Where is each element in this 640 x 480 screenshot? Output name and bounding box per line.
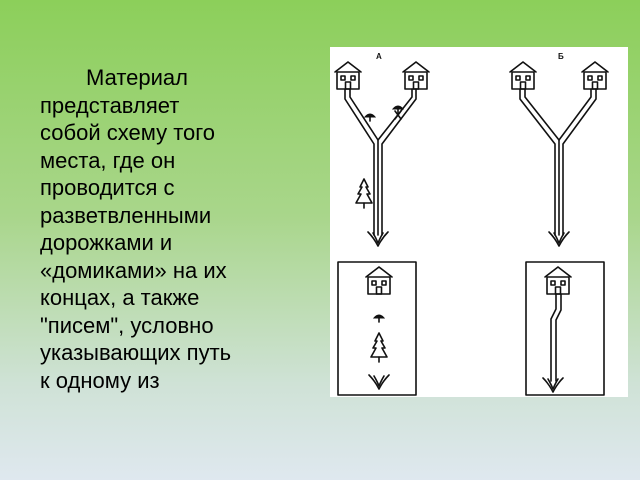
- scheme-b-top: [509, 61, 609, 247]
- path-line: [344, 88, 375, 236]
- path-line: [558, 88, 592, 141]
- path-line: [377, 88, 413, 141]
- path-line: [349, 88, 379, 236]
- card-b: [525, 261, 605, 396]
- house-icon: [544, 266, 572, 295]
- card-frame: [525, 261, 605, 396]
- mushroom-icon: [373, 314, 385, 323]
- text-line: собой схему того: [40, 120, 216, 145]
- house-icon: [581, 61, 609, 90]
- scheme-a-top: [334, 61, 430, 247]
- path-line: [524, 88, 560, 236]
- mushroom-icon: [364, 113, 376, 122]
- card-frame: [337, 261, 417, 396]
- text-line: представляет: [40, 92, 180, 118]
- house-icon: [365, 266, 393, 295]
- label-b: Б: [558, 52, 564, 61]
- text-line: места, где он: [40, 147, 176, 173]
- text-line: разветвленными: [40, 202, 212, 228]
- text-line: проводится с: [40, 175, 175, 200]
- arrow-icon: [368, 374, 390, 390]
- text-line: "писем", условно: [40, 312, 214, 338]
- house-icon: [402, 61, 430, 90]
- label-a: А: [376, 52, 382, 61]
- house-icon: [334, 61, 362, 90]
- card-a: [337, 261, 417, 396]
- path-scheme-figure: А Б: [330, 47, 628, 397]
- tree-icon: [355, 178, 373, 209]
- arrow-icon: [542, 377, 564, 393]
- text-line: Материал: [86, 65, 188, 90]
- path-line: [562, 88, 597, 236]
- slide-text: Материал представляет собой схему того м…: [40, 64, 320, 394]
- text-line: к одному из: [40, 367, 160, 393]
- path-scheme-drawing: А Б: [334, 52, 609, 396]
- path-line: [555, 293, 562, 382]
- cross-icon: [394, 110, 402, 120]
- path-line: [381, 88, 417, 236]
- text-line: указывающих путь: [40, 340, 232, 365]
- house-icon: [509, 61, 537, 90]
- text-line: дорожками и: [40, 230, 173, 255]
- tree-icon: [370, 332, 388, 363]
- mushroom-icon: [392, 105, 404, 114]
- text-line: концах, а также: [40, 285, 200, 310]
- path-line: [550, 293, 557, 382]
- path-line: [519, 88, 556, 236]
- text-line: «домиками» на их: [40, 257, 227, 283]
